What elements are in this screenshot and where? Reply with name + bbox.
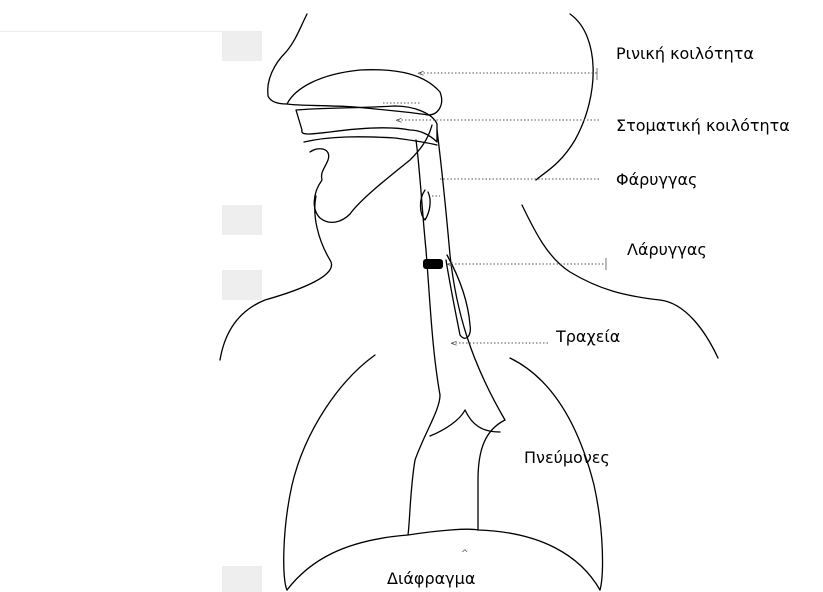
larynx-block bbox=[423, 259, 443, 269]
arrowhead-oral: < bbox=[395, 116, 403, 126]
label-pharynx: Φάρυγγας bbox=[616, 170, 697, 189]
arrowhead-nasal: < bbox=[417, 69, 425, 79]
neck-front-lower bbox=[220, 196, 332, 360]
label-nasal-cavity: Ρινική κοιλότητα bbox=[616, 44, 754, 63]
label-larynx: Λάρυγγας bbox=[627, 240, 707, 259]
label-oral-cavity: Στοματική κοιλότητα bbox=[616, 116, 790, 135]
bronchi-right bbox=[478, 420, 505, 530]
label-trachea: Τραχεία bbox=[556, 327, 620, 346]
right-lung bbox=[510, 358, 602, 590]
head-back-outline bbox=[536, 14, 593, 180]
arrowhead-larynx: < bbox=[446, 260, 454, 270]
arrowhead-trachea: < bbox=[450, 339, 458, 349]
pharynx-right bbox=[437, 130, 505, 420]
label-diaphragm: Διάφραγμα bbox=[387, 569, 475, 588]
face-outline bbox=[310, 149, 350, 223]
arrowhead-diaphragm: ^ bbox=[461, 549, 469, 559]
nose-outline bbox=[268, 14, 307, 104]
bronchi bbox=[408, 395, 440, 535]
label-lungs: Πνεύμονες bbox=[524, 448, 610, 467]
